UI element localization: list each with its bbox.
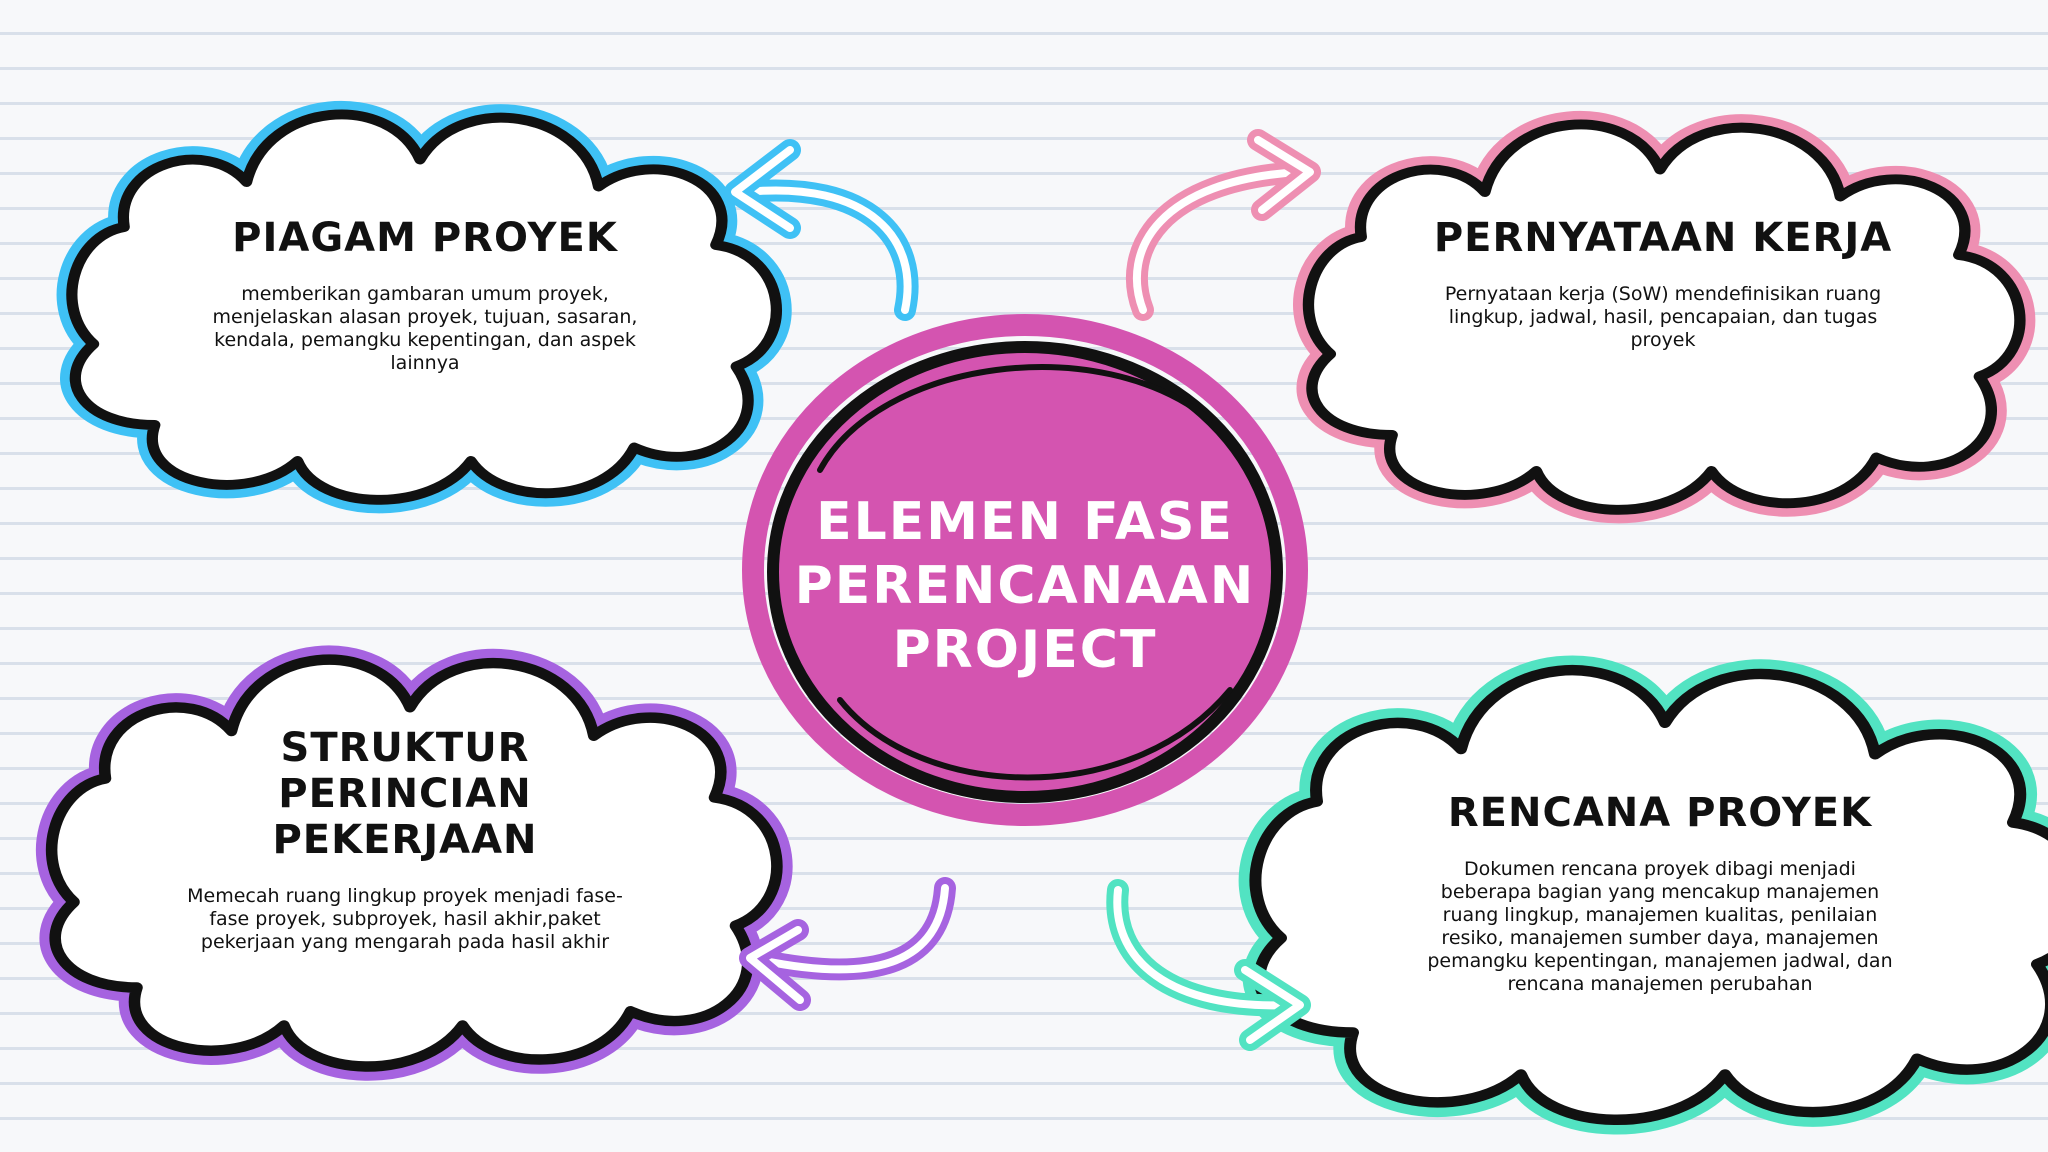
center-title: ELEMEN FASE PERENCANAAN PROJECT [794,492,1256,680]
arrow-to-pernyataan-icon [1125,129,1321,321]
arrow-to-struktur-icon [739,877,956,1011]
node-title: PIAGAM PROYEK [232,215,618,261]
node-title: PERNYATAAN KERJA [1433,215,1893,261]
node-description: Memecah ruang lingkup proyek menjadi fas… [187,885,623,953]
node-title: RENCANA PROYEK [1447,790,1873,836]
node-description: Pernyataan kerja (SoW) mendefinisikan ru… [1444,283,1882,351]
node-pernyataan-kerja: PERNYATAAN KERJA Pernyataan kerja (SoW) … [1428,215,1898,352]
node-description: Dokumen rencana proyek dibagi menjadi be… [1427,858,1893,995]
node-rencana-proyek: RENCANA PROYEK Dokumen rencana proyek di… [1420,790,1900,996]
arrow-to-piagam-icon [724,139,919,321]
center-circle [742,314,1308,826]
arrow-to-rencana-icon [1106,879,1311,1051]
node-struktur-perincian: STRUKTUR PERINCIAN PEKERJAAN Memecah rua… [180,725,630,954]
node-title: STRUKTUR PERINCIAN PEKERJAAN [272,725,538,863]
node-description: memberikan gambaran umum proyek, menjela… [212,283,638,374]
node-piagam-proyek: PIAGAM PROYEK memberikan gambaran umum p… [200,215,650,375]
